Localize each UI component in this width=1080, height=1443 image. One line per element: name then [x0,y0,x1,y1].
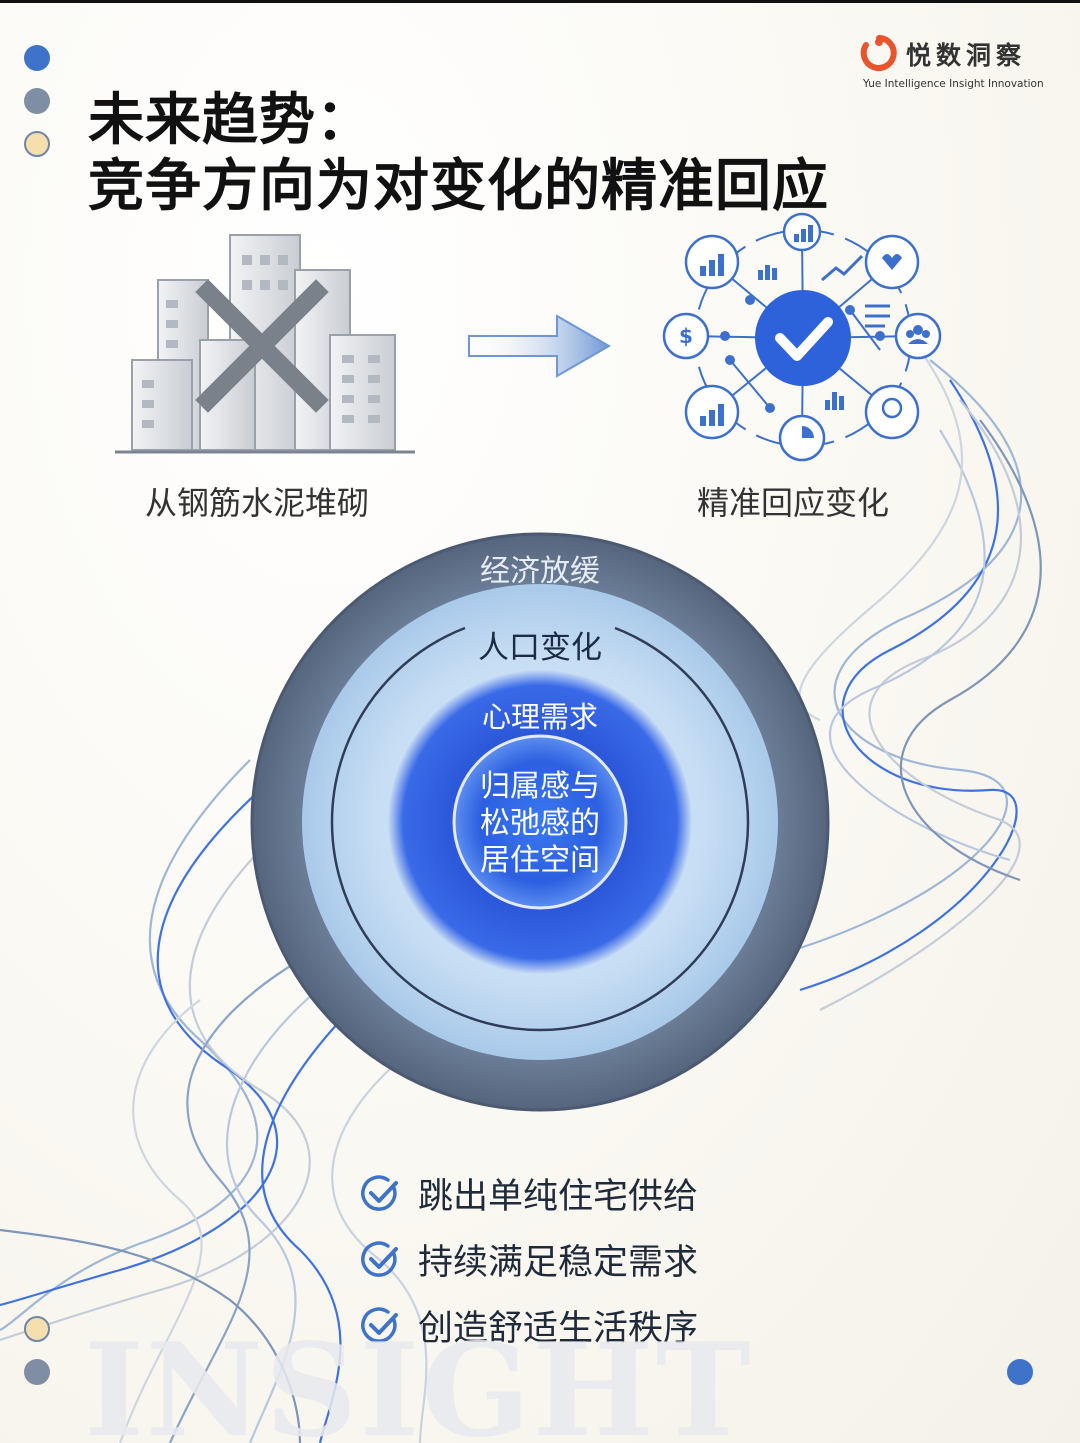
decor-dot-gray-bottom [24,1359,50,1385]
core-line-3: 居住空间 [480,843,600,878]
check-circle-icon [361,1307,398,1343]
checklist-item-text: 跳出单纯住宅供给 [418,1177,699,1217]
title-line-1: 未来趋势： [88,88,373,153]
checklist-item-text: 创造舒适生活秩序 [418,1309,699,1349]
ring-second-label: 人口变化 [478,630,602,666]
concentric-rings-diagram [250,532,830,1112]
checklist-item-text: 持续满足稳定需求 [418,1243,699,1283]
brand-ring-icon [860,35,897,71]
decor-dot-cream-bottom [24,1316,50,1342]
brand-logo: 悦数洞察 Yue Intelligence Insight Innovation [860,34,1044,94]
decor-dot-blue [24,45,50,71]
crossed-out-buildings-icon [115,234,415,454]
svg-text:$: $ [679,324,693,348]
from-label: 从钢筋水泥堆砌 [145,484,370,522]
watermark-text: INSIGHT [84,1316,753,1443]
ring-outer-label: 经济放缓 [480,554,600,589]
decor-dot-gray [24,88,50,114]
page-title: 未来趋势： 竞争方向为对变化的精准回应 [88,88,829,220]
core-line-2: 松弛感的 [480,806,600,841]
ring-third-label: 心理需求 [481,700,598,734]
to-label: 精准回应变化 [697,484,890,522]
right-arrow-icon [468,314,612,378]
brand-name: 悦数洞察 [906,41,1027,70]
check-circle-icon [361,1241,398,1277]
checkmark-network-hub-icon: $ [662,212,942,462]
ring-core-label: 归属感与 松弛感的 居住空间 [0,768,1080,879]
top-border [0,0,1080,3]
core-line-1: 归属感与 [480,769,600,804]
title-line-2: 竞争方向为对变化的精准回应 [88,154,829,219]
brand-tagline: Yue Intelligence Insight Innovation [863,78,1044,90]
check-circle-icon [361,1175,398,1211]
decor-dot-blue-right [1007,1359,1033,1385]
decor-dot-cream [24,131,50,157]
